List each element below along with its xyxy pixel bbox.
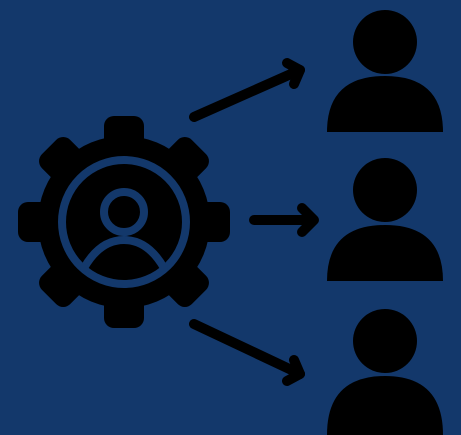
- user-gear-icon: [18, 116, 230, 328]
- arrow-right-icon: [249, 203, 319, 237]
- gear-inner-ring: [58, 156, 190, 288]
- arrow-up-right-icon: [189, 58, 305, 122]
- user-icon: [327, 10, 443, 132]
- user-icon: [327, 158, 443, 281]
- arrow-down-right-icon: [189, 319, 305, 386]
- gear-user-shoulders: [80, 235, 168, 272]
- gear-user-head: [100, 188, 148, 236]
- user-icon: [327, 309, 443, 435]
